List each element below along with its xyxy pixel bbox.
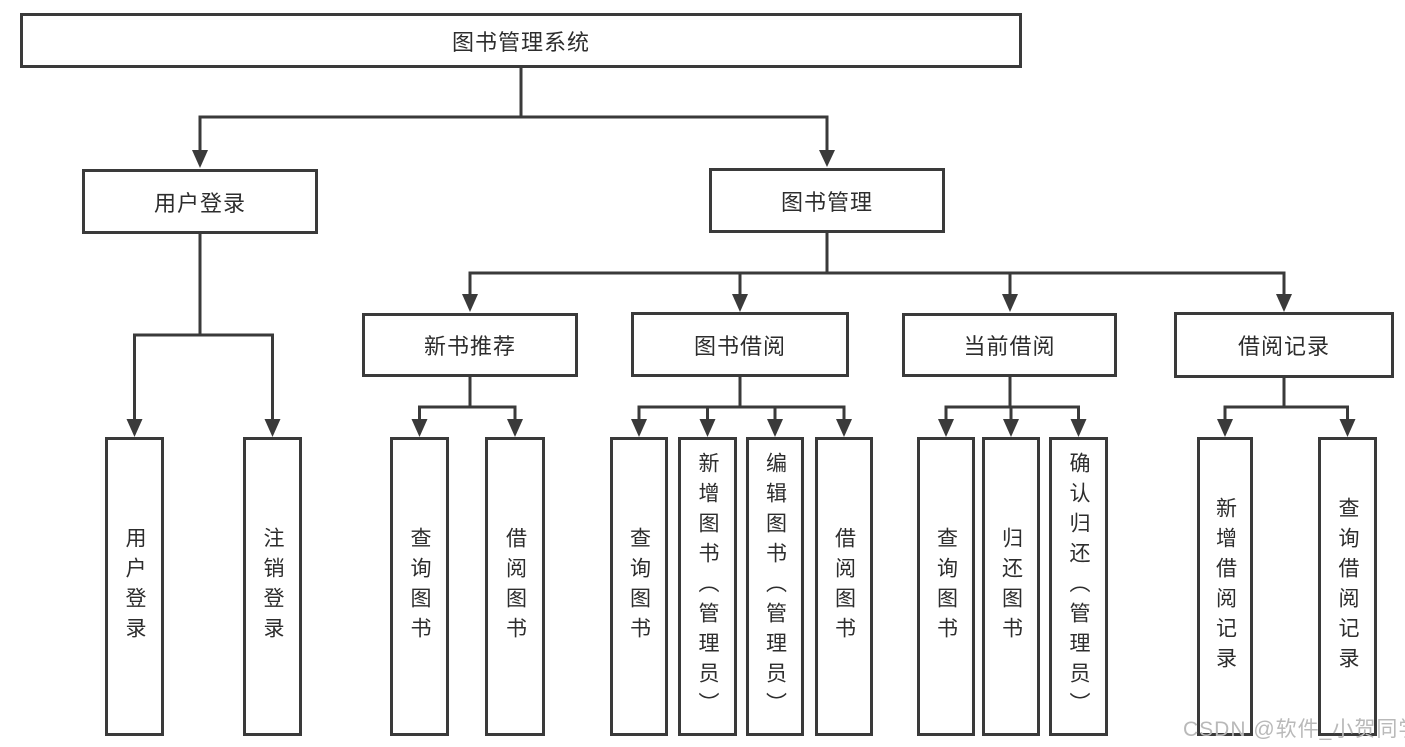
node-current-borrowing: 当前借阅 <box>902 313 1117 377</box>
leaf-add-borrow-record-label: 新增借阅记录 <box>1213 496 1237 677</box>
csdn-watermark: CSDN @软件_小贺同学 <box>1183 718 1405 741</box>
leaf-query-books-1: 查询图书 <box>390 437 449 736</box>
node-new-book-recommend: 新书推荐 <box>362 313 578 377</box>
leaf-user-login: 用户登录 <box>105 437 164 736</box>
leaf-logout-label: 注销登录 <box>261 526 284 647</box>
leaf-edit-book-admin: 编辑图书（管理员） <box>746 437 804 736</box>
leaf-return-book: 归还图书 <box>982 437 1040 736</box>
leaf-add-borrow-record: 新增借阅记录 <box>1197 437 1253 736</box>
leaf-edit-book-admin-label: 编辑图书（管理员） <box>763 451 787 722</box>
connector-lines <box>133 64 1349 423</box>
node-user-login: 用户登录 <box>82 169 318 234</box>
leaf-borrow-books-2: 借阅图书 <box>815 437 873 736</box>
leaf-confirm-return-admin: 确认归还（管理员） <box>1049 437 1108 736</box>
leaf-query-books-2-label: 查询图书 <box>627 526 651 647</box>
node-borrowing-records: 借阅记录 <box>1174 312 1394 378</box>
leaf-query-books-3-label: 查询图书 <box>934 526 958 647</box>
leaf-user-login-label: 用户登录 <box>123 526 146 647</box>
leaf-query-books-1-label: 查询图书 <box>408 526 431 647</box>
leaf-add-book-admin: 新增图书（管理员） <box>678 437 737 736</box>
leaf-confirm-return-admin-label: 确认归还（管理员） <box>1067 451 1090 722</box>
arrowheads <box>126 150 1356 437</box>
leaf-query-borrow-record-label: 查询借阅记录 <box>1336 496 1359 677</box>
node-book-borrowing: 图书借阅 <box>631 312 849 377</box>
leaf-query-books-3: 查询图书 <box>917 437 975 736</box>
leaf-borrow-books-1: 借阅图书 <box>485 437 545 736</box>
node-book-management: 图书管理 <box>709 168 945 233</box>
leaf-borrow-books-2-label: 借阅图书 <box>832 526 856 647</box>
leaf-borrow-books-1-label: 借阅图书 <box>503 526 527 647</box>
leaf-query-books-2: 查询图书 <box>610 437 668 736</box>
leaf-logout: 注销登录 <box>243 437 302 736</box>
node-root: 图书管理系统 <box>20 13 1022 68</box>
leaf-add-book-admin-label: 新增图书（管理员） <box>696 451 719 722</box>
leaf-return-book-label: 归还图书 <box>999 526 1023 647</box>
leaf-query-borrow-record: 查询借阅记录 <box>1318 437 1377 736</box>
